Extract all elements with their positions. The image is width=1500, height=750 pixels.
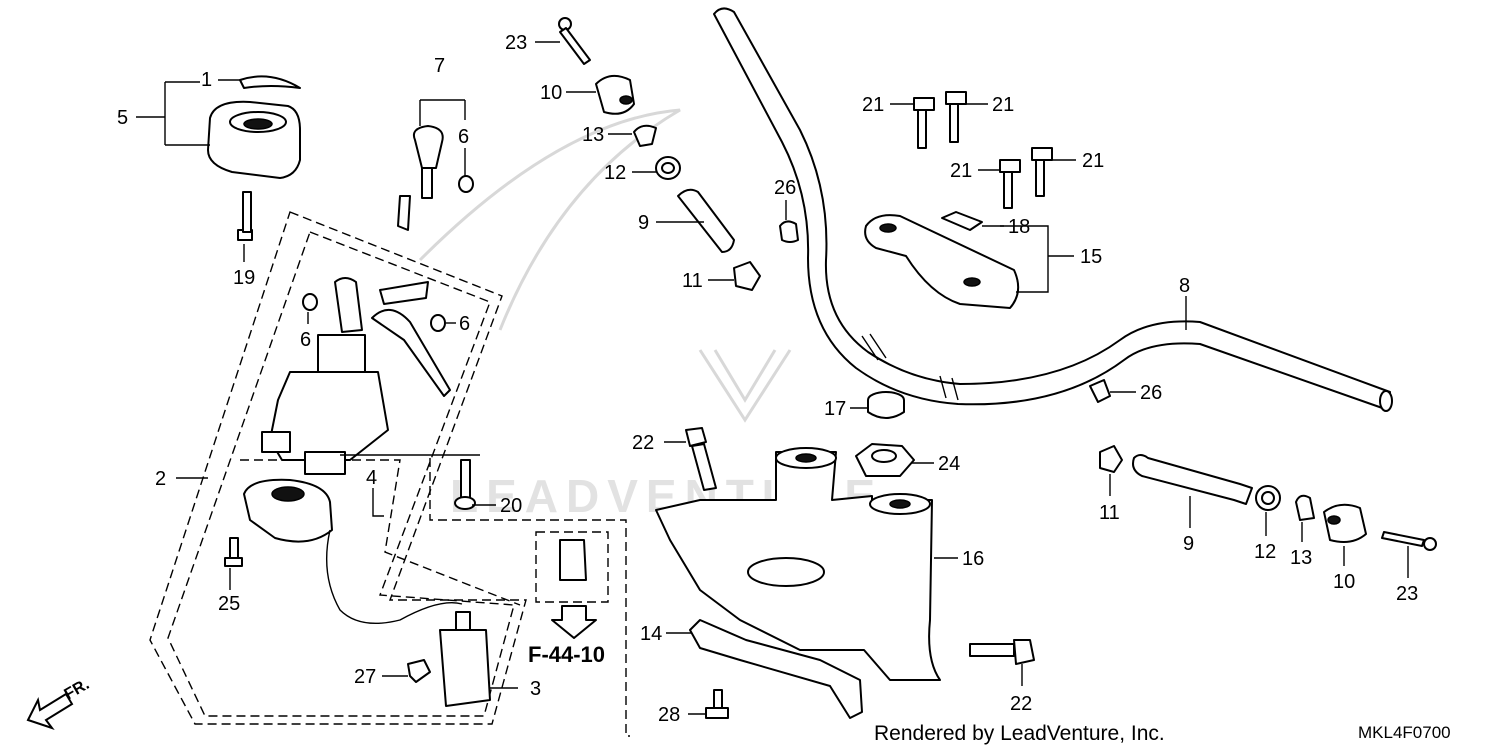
bolt-part (999, 159, 1021, 209)
callout-6: 6 (300, 329, 311, 351)
callout-7: 7 (434, 55, 445, 77)
clamp-part (633, 124, 657, 147)
screw-part (454, 459, 476, 510)
bolt-part (969, 639, 1035, 665)
callout-22: 22 (1010, 693, 1032, 715)
callout-19: 19 (233, 267, 255, 289)
callout-18: 18 (1008, 216, 1030, 238)
cap-part (779, 220, 799, 243)
stem-nut-part (855, 443, 915, 477)
front-direction-indicator: FR. (26, 676, 92, 730)
callout-17: 17 (824, 398, 846, 420)
bolt-part (558, 17, 591, 65)
clamp-part (1295, 494, 1315, 521)
reference-label[interactable]: F-44-10 (528, 642, 605, 667)
callout-2: 2 (155, 468, 166, 490)
grommet-part (430, 314, 446, 332)
callout-21: 21 (950, 160, 972, 182)
callout-8: 8 (1179, 275, 1190, 297)
callout-11: 11 (1099, 502, 1120, 524)
callout-27: 27 (354, 666, 376, 688)
callout-15: 15 (1080, 246, 1102, 268)
bolt-part (913, 97, 935, 149)
callout-16: 16 (962, 548, 984, 570)
callout-6: 6 (458, 126, 469, 148)
bolt-part (705, 689, 729, 719)
callout-25: 25 (218, 593, 240, 615)
callout-26: 26 (1140, 382, 1162, 404)
reference-box (429, 458, 630, 737)
weight-shaft-part (1132, 454, 1253, 505)
callout-24: 24 (938, 453, 960, 475)
callout-12: 12 (1254, 541, 1276, 563)
key-part (397, 125, 444, 231)
callout-23: 23 (1396, 583, 1418, 605)
callout-6: 6 (459, 313, 470, 335)
callout-3: 3 (530, 678, 541, 700)
dashed-frame-inner (240, 459, 521, 606)
circlip-part (239, 75, 301, 89)
callout-1: 1 (201, 69, 212, 91)
rubber-part (1255, 485, 1281, 511)
antenna-ring-part (243, 478, 463, 625)
callout-4: 4 (366, 467, 377, 489)
callout-13: 13 (1290, 547, 1312, 569)
callout-14: 14 (640, 623, 662, 645)
handlebar-part (713, 7, 1393, 412)
callout-5: 5 (117, 107, 128, 129)
callout-21: 21 (1082, 150, 1104, 172)
leader-lines (136, 41, 1409, 715)
bolt-part (685, 427, 717, 491)
callout-9: 9 (1183, 533, 1194, 555)
bolt-part (1031, 147, 1053, 197)
bolt-part (945, 91, 967, 143)
grommet-part (458, 175, 474, 193)
immobilizer-unit-part (439, 611, 491, 707)
switch-cover-part (207, 100, 301, 179)
front-arrow-icon (26, 692, 74, 730)
bolt-part (1381, 531, 1437, 551)
handlebar-weight-part (1323, 503, 1367, 543)
callout-28: 28 (658, 704, 680, 726)
callout-20: 20 (500, 495, 522, 517)
clip-part (407, 659, 431, 683)
nut-part (1099, 445, 1123, 473)
weight-shaft-part (677, 188, 735, 253)
cap-part (1089, 379, 1111, 403)
callout-21: 21 (992, 94, 1014, 116)
bracket-part (689, 619, 863, 719)
callout-labels: 1 5 7 6 19 6 6 2 4 20 25 27 3 23 10 13 1… (117, 32, 1418, 726)
dashed-frame-outer (149, 211, 527, 725)
screw-part (237, 191, 253, 241)
grommet-part (302, 293, 318, 311)
callout-21: 21 (862, 94, 884, 116)
stem-cap-part (867, 391, 905, 419)
top-bridge-part (655, 447, 941, 681)
callout-10: 10 (1333, 571, 1355, 593)
callout-26: 26 (774, 177, 796, 199)
callout-10: 10 (540, 82, 562, 104)
plate-part (941, 211, 983, 231)
callout-23: 23 (505, 32, 527, 54)
callout-9: 9 (638, 212, 649, 234)
callout-12: 12 (604, 162, 626, 184)
credit-text: Rendered by LeadVenture, Inc. (874, 722, 1165, 745)
screw-part (224, 537, 243, 567)
ignition-switch-part (261, 277, 451, 475)
rubber-part (655, 156, 681, 180)
callout-11: 11 (682, 270, 703, 292)
handlebar-holder-part (864, 214, 1020, 309)
nut-part (733, 261, 761, 291)
handlebar-weight-part (595, 74, 635, 115)
drawing-code: MKL4F0700 (1358, 723, 1451, 742)
callout-13: 13 (582, 124, 604, 146)
callout-22: 22 (632, 432, 654, 454)
